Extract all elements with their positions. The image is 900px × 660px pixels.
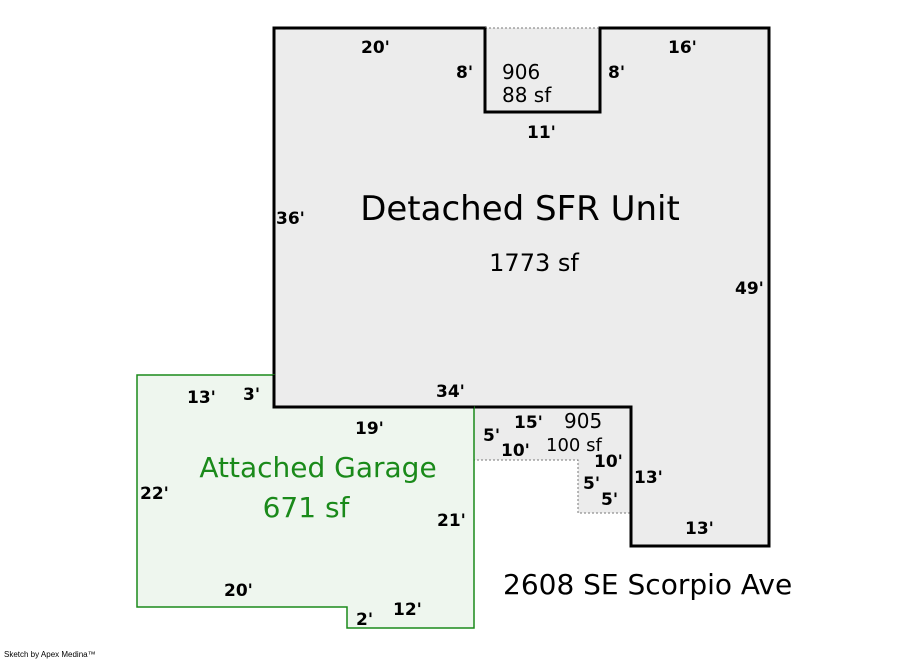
dim-unit-right: 49': [735, 279, 764, 299]
area-906-shape: [485, 28, 600, 112]
dim-garage-top-long: 19': [355, 419, 384, 439]
sketch-credit: Sketch by Apex Medina™: [4, 650, 96, 659]
dim-garage-bottom-right: 12': [393, 600, 422, 620]
address-label: 2608 SE Scorpio Ave: [503, 568, 792, 601]
dim-905-step-v: 5': [583, 474, 600, 494]
unit-area: 1773 sf: [489, 249, 579, 277]
dim-905-left: 5': [483, 426, 500, 446]
dim-unit-bottom-right: 13': [685, 519, 714, 539]
dim-notch-right: 8': [608, 63, 625, 83]
area-905-area: 100 sf: [546, 435, 602, 456]
dim-garage-right: 21': [437, 511, 466, 531]
dim-garage-bottom-step: 2': [356, 610, 373, 630]
garage-name: Attached Garage: [199, 451, 436, 484]
dim-garage-top: 13': [187, 388, 216, 408]
area-906-area: 88 sf: [502, 83, 552, 107]
dim-905-right: 10': [594, 452, 623, 472]
dim-garage-left: 22': [140, 484, 169, 504]
dim-unit-left: 36': [276, 209, 305, 229]
dim-unit-top-left: 20': [361, 38, 390, 58]
dim-905-bottom: 10': [501, 441, 530, 461]
dim-unit-top-right: 16': [668, 38, 697, 58]
dim-garage-bottom: 20': [224, 581, 253, 601]
dim-notch-bottom: 11': [527, 123, 556, 143]
dim-905-step-h: 5': [601, 490, 618, 510]
dim-garage-top-step: 3': [243, 385, 260, 405]
garage-area: 671 sf: [263, 491, 351, 524]
area-906-name: 906: [502, 60, 540, 84]
dim-unit-step: 13': [634, 468, 663, 488]
dim-905-top: 15': [514, 413, 543, 433]
dim-unit-bottom: 34': [436, 382, 465, 402]
area-905-name: 905: [564, 409, 602, 433]
dim-notch-left: 8': [456, 63, 473, 83]
unit-name: Detached SFR Unit: [360, 189, 680, 229]
